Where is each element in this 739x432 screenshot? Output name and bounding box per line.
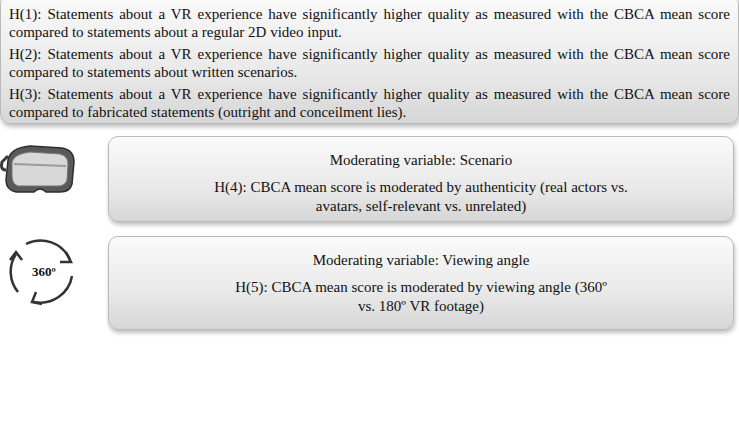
box-text: H(1): Statements about a VR experience h…: [9, 5, 730, 41]
moderator-box: Moderating variable: ScenarioH(4): CBCA …: [108, 136, 734, 222]
vr-headset-icon: [0, 140, 80, 210]
box-text: H(4): CBCA mean score is moderated by au…: [191, 178, 651, 216]
box-heading: Moderating variable: Viewing angle: [129, 251, 713, 270]
box-heading: Moderating variable: Scenario: [129, 151, 713, 170]
box-text: H(3): Statements about a VR experience h…: [9, 85, 730, 121]
box-text: H(2): Statements about a VR experience h…: [9, 45, 730, 81]
hypotheses-box: H(1): Statements about a VR experience h…: [0, 0, 739, 124]
box-text: H(5): CBCA mean score is moderated by vi…: [231, 278, 611, 316]
moderator-box: Moderating variable: Viewing angleH(5): …: [108, 236, 734, 330]
icon-label: 360º: [32, 264, 56, 280]
